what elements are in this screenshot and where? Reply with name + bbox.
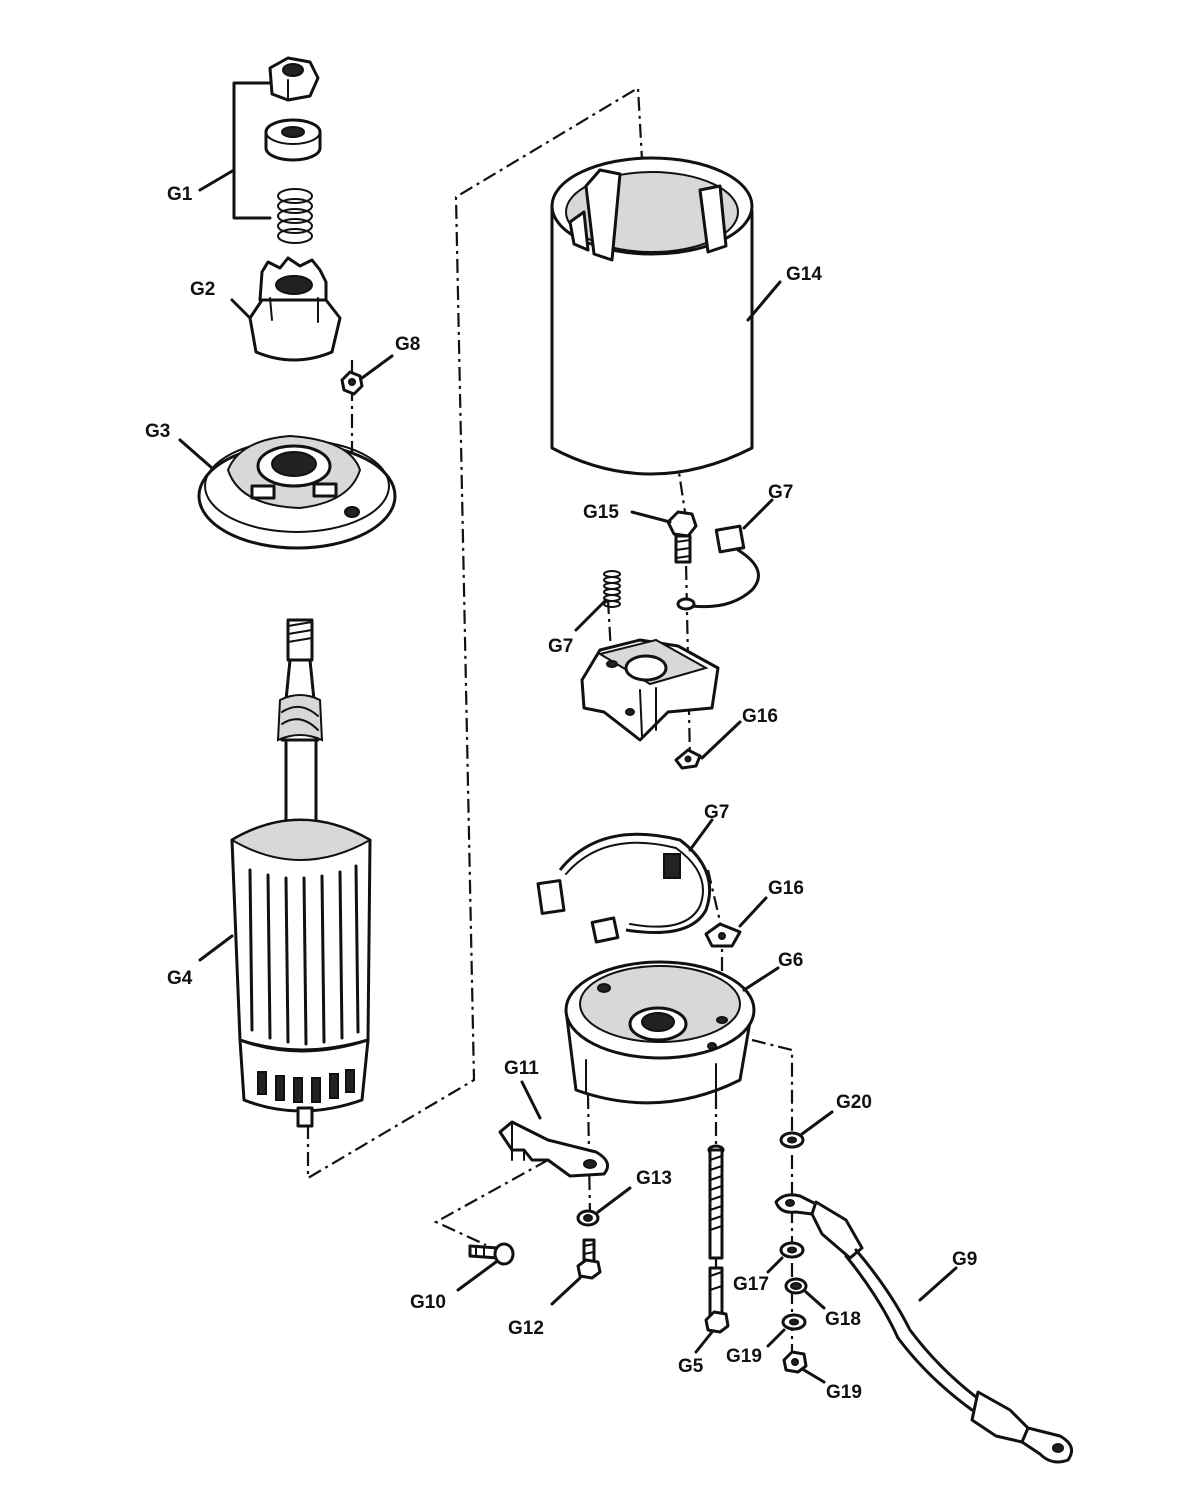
part-g3-end-cap [178, 434, 397, 550]
part-g7-brush-upper [676, 498, 774, 611]
label-g16-lower: G16 [768, 878, 804, 899]
label-g9: G9 [952, 1249, 977, 1270]
label-g8: G8 [395, 334, 420, 355]
part-g18-lock-washer [784, 1277, 826, 1310]
part-g17-washer [766, 1241, 805, 1274]
part-g10-screw [456, 1242, 515, 1292]
label-g11: G11 [504, 1058, 539, 1079]
part-g14-frame [550, 156, 782, 476]
label-g14: G14 [786, 264, 822, 285]
label-g10: G10 [410, 1292, 446, 1313]
part-g20-washer [779, 1110, 834, 1149]
part-g11-bracket [498, 1080, 610, 1178]
label-g20: G20 [836, 1092, 872, 1113]
armature-slots [248, 864, 360, 1046]
label-g2: G2 [190, 279, 215, 300]
label-g1: G1 [167, 184, 193, 205]
label-g19-nut: G19 [826, 1382, 862, 1403]
part-g13-lock-washer [576, 1186, 632, 1227]
label-g13: G13 [636, 1168, 672, 1189]
label-g7-lower: G7 [704, 802, 729, 823]
part-g12-screw [550, 1238, 602, 1306]
part-g1-nut-spacer-spring [198, 56, 322, 244]
part-labels: G1 G2 G3 G4 G5 G6 G7 G7 G7 G8 G9 G10 G11… [145, 184, 977, 1403]
part-g9-cable [774, 1193, 1074, 1464]
part-brush-holder [580, 638, 720, 742]
label-g5: G5 [678, 1356, 704, 1377]
label-g16-upper: G16 [742, 706, 778, 727]
label-g12: G12 [508, 1318, 544, 1339]
label-g18: G18 [825, 1309, 861, 1330]
part-g2-drive-pinion [230, 256, 342, 362]
part-g19-washer [766, 1313, 807, 1348]
part-g16-nut-lower [704, 896, 768, 948]
spring-icon [603, 570, 621, 608]
label-g7-upper: G7 [768, 482, 793, 503]
label-g3: G3 [145, 421, 170, 442]
part-g15-screw [630, 510, 698, 564]
part-g8-nut [340, 354, 394, 396]
label-g15: G15 [583, 502, 619, 523]
label-g4: G4 [167, 968, 193, 989]
part-g4-armature [198, 618, 373, 1128]
part-g16-nut-upper [674, 720, 742, 770]
label-g19-washer: G19 [726, 1346, 762, 1367]
part-g5-through-bolt [694, 1144, 730, 1354]
label-g7-left: G7 [548, 636, 573, 657]
part-g19-nut [782, 1350, 826, 1384]
thread-icon [287, 621, 313, 643]
spring-icon [277, 188, 313, 244]
part-g7-brush-spring [574, 570, 621, 632]
part-g6-end-cap [564, 960, 780, 1105]
label-g17: G17 [733, 1274, 769, 1295]
commutator-bars [257, 1069, 355, 1103]
thread-icon [709, 1155, 723, 1231]
part-g7-brush-set-lower [536, 818, 714, 944]
label-g6: G6 [778, 950, 803, 971]
